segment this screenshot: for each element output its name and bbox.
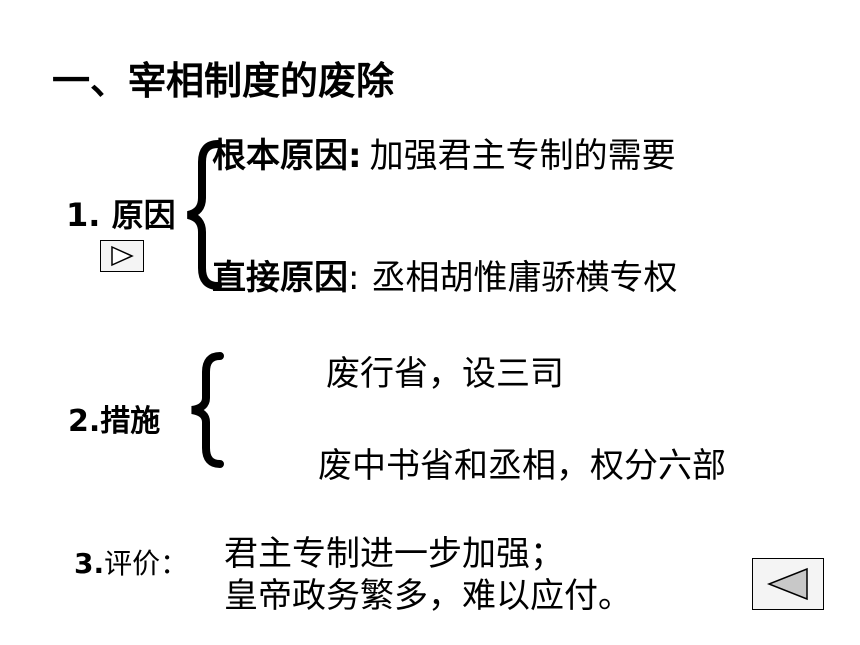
direct-cause-label: 直接原因 [212, 258, 348, 298]
evaluation-line-2: 皇帝政务繁多，难以应付。 [224, 576, 632, 616]
evaluation-line-1: 君主专制进一步加强； [224, 534, 564, 574]
direct-cause-separator: : [348, 258, 360, 298]
section2-brace [191, 352, 224, 468]
back-triangle-icon [766, 567, 808, 601]
root-cause-text: 加强君主专制的需要 [369, 136, 676, 176]
page-title: 一、宰相制度的废除 [52, 59, 395, 103]
measure-item-1: 废行省，设三司 [326, 354, 564, 394]
section3-label-text: 评价： [104, 547, 189, 580]
play-triangle-icon [111, 245, 134, 267]
root-cause-separator: : [348, 136, 362, 176]
back-button[interactable] [752, 558, 824, 610]
root-cause-row: 根本原因:加强君主专制的需要 [212, 128, 676, 177]
section1-brace [186, 140, 222, 290]
root-cause-label: 根本原因 [212, 136, 348, 176]
section1-label: 1. 原因 [66, 196, 176, 234]
section2-label: 2.措施 [68, 404, 161, 439]
section3-label-number: 3. [74, 547, 105, 580]
play-button[interactable] [100, 240, 144, 272]
direct-cause-row: 直接原因: 丞相胡惟庸骄横专权 [212, 250, 677, 299]
section3-label: 3.评价： [74, 542, 188, 582]
measure-item-2: 废中书省和丞相，权分六部 [318, 446, 726, 486]
direct-cause-text: 丞相胡惟庸骄横专权 [371, 258, 678, 298]
